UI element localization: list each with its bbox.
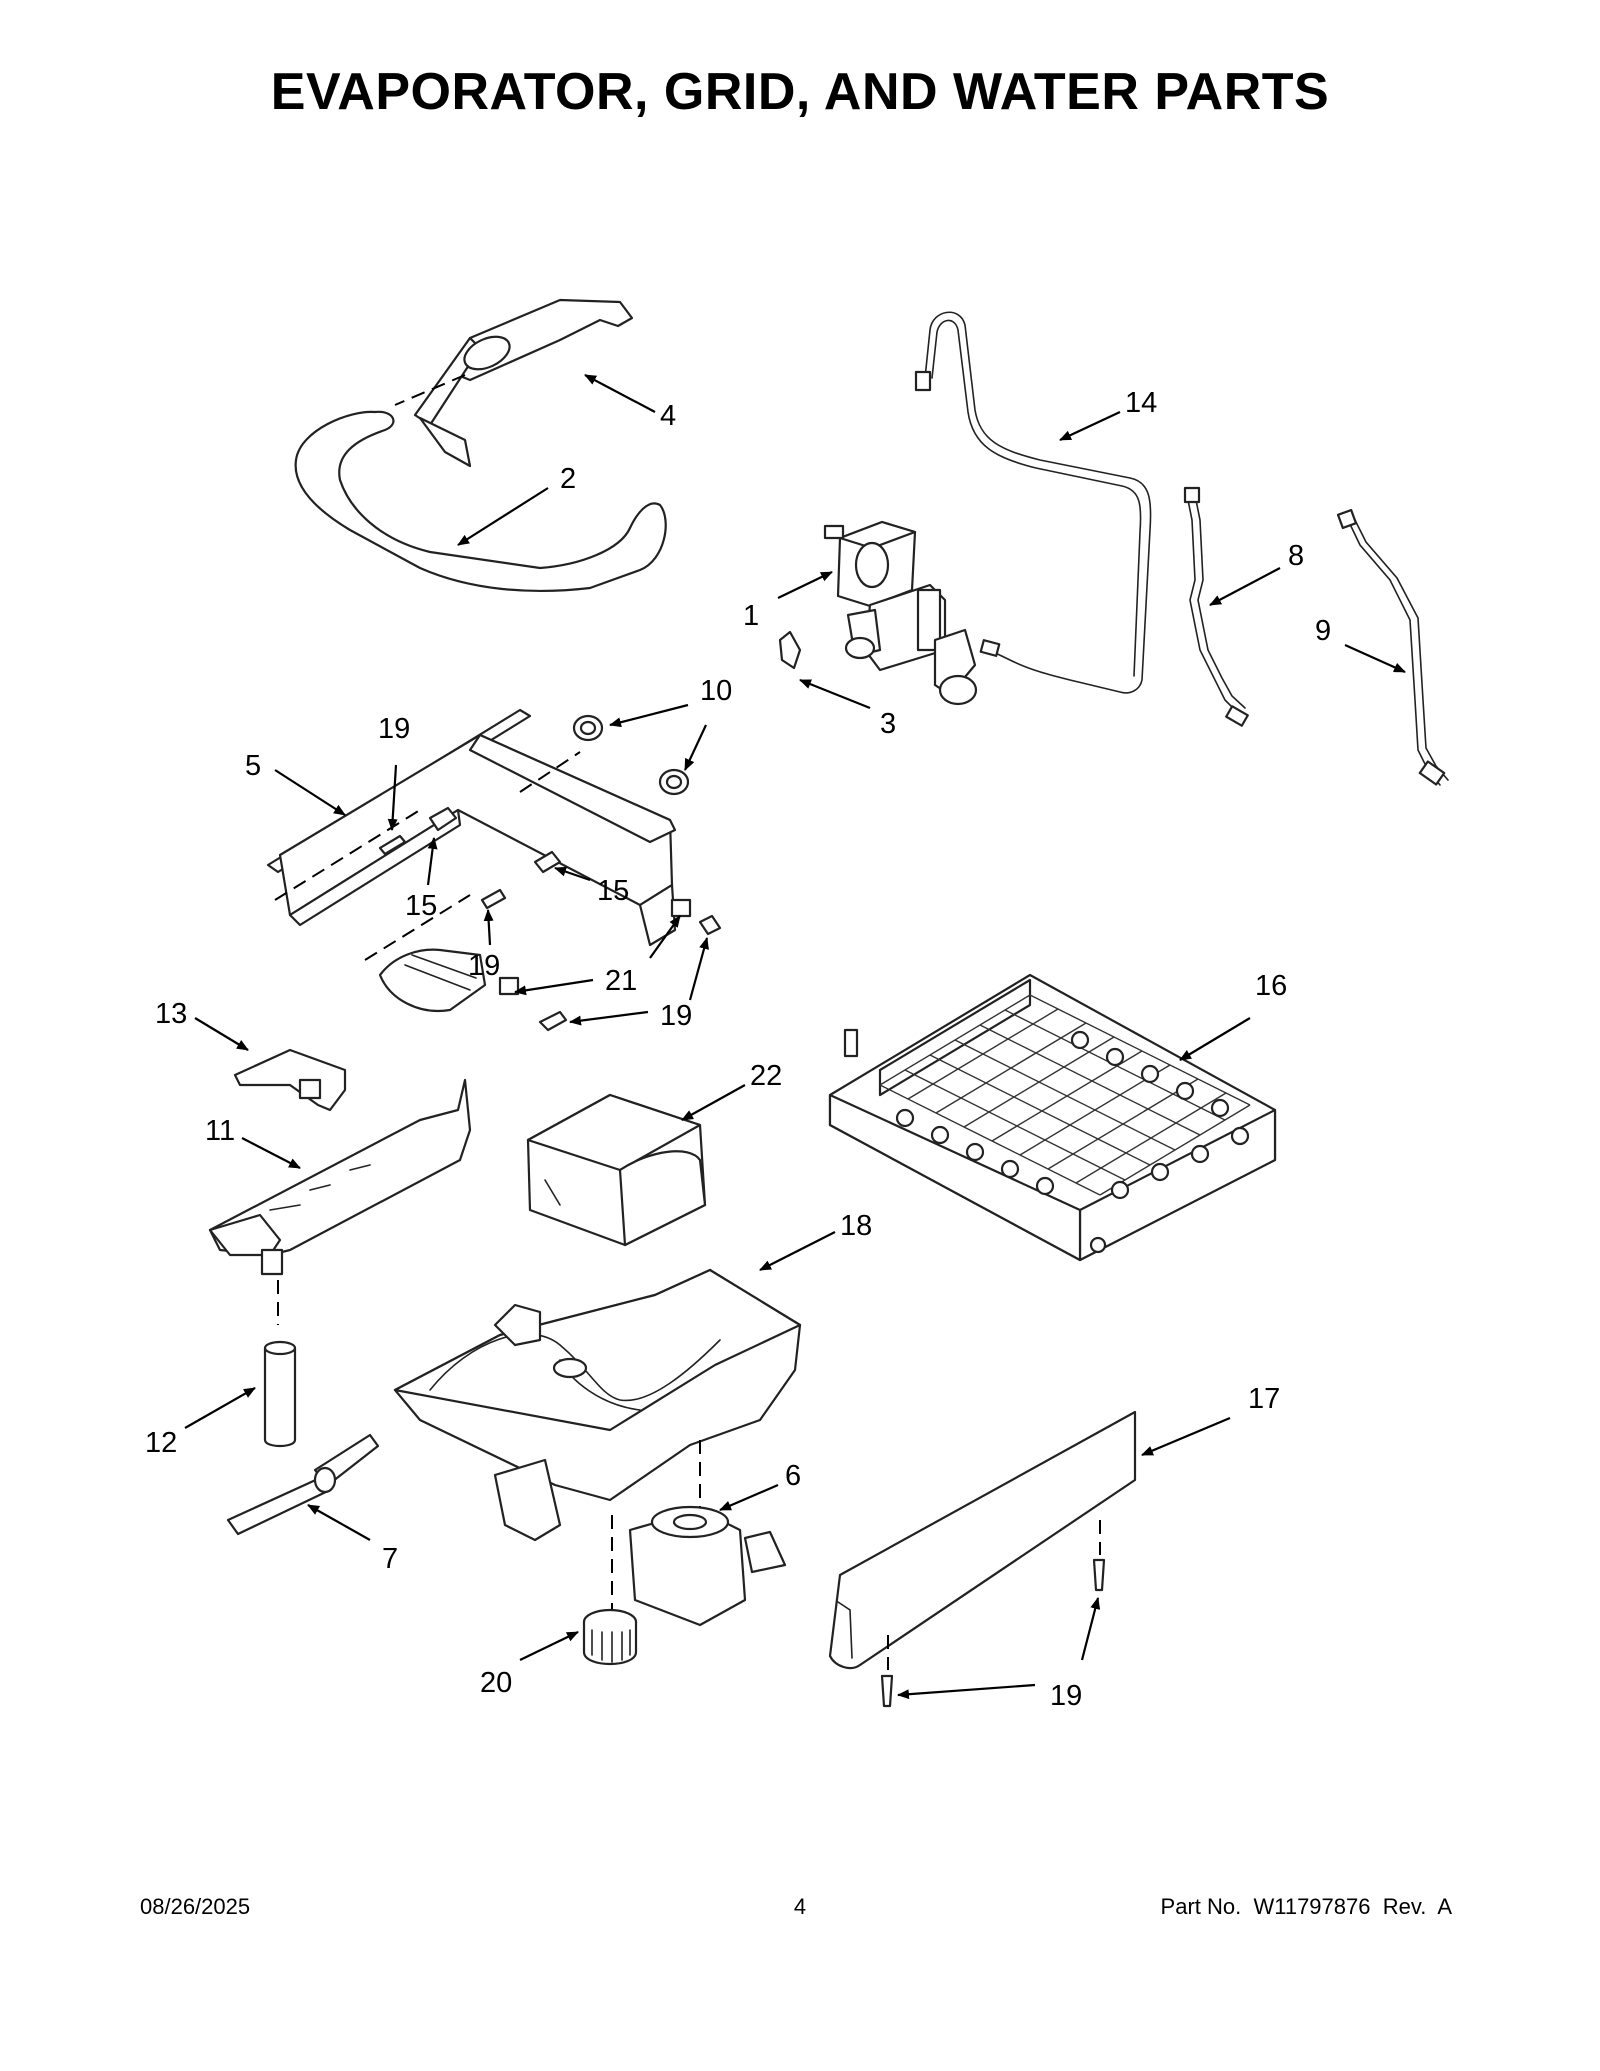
part-7-elbow-tube	[226, 1433, 380, 1536]
part-10-grommets	[572, 714, 690, 796]
callout-15b: 15	[597, 875, 629, 907]
callout-4: 4	[660, 400, 676, 432]
footer-page-number: 4	[793, 1894, 807, 1919]
part-9-water-line	[1336, 508, 1449, 786]
part-22-cover	[526, 1093, 707, 1247]
callout-19d: 19	[1050, 1680, 1082, 1712]
part-6-motor	[628, 1505, 787, 1627]
callout-20: 20	[480, 1667, 512, 1699]
callout-10: 10	[700, 675, 732, 707]
callout-18: 18	[840, 1210, 872, 1242]
callout-2: 2	[560, 463, 576, 495]
screws-frame	[378, 806, 722, 1032]
part-5-frame-assembly	[266, 708, 677, 1013]
part-16-grid-assembly	[828, 973, 1277, 1262]
callout-13: 13	[155, 998, 187, 1030]
part-14-water-tube	[914, 311, 1152, 694]
callout-labels: 4 2 14 8 1 9 3 10 19 5 15 15 19 21 19 16…	[145, 387, 1331, 1712]
callout-14: 14	[1125, 387, 1157, 419]
callout-19c: 19	[660, 1000, 692, 1032]
callout-15a: 15	[405, 890, 437, 922]
callout-19a: 19	[378, 713, 410, 745]
part-4-fill-cup	[394, 298, 634, 468]
callout-16: 16	[1255, 970, 1287, 1002]
callout-21: 21	[605, 965, 637, 997]
part-3-clip	[778, 630, 802, 670]
callout-1: 1	[743, 600, 759, 632]
callout-7: 7	[382, 1543, 398, 1575]
callout-6: 6	[785, 1460, 801, 1492]
grid-posts	[895, 1030, 1250, 1200]
part-21-clips	[498, 898, 692, 996]
part-2-fill-tube	[294, 410, 667, 593]
callout-11: 11	[205, 1115, 235, 1147]
part-11-ice-chute	[208, 1078, 472, 1325]
part-18-ice-bin	[393, 1268, 802, 1610]
part-20-nut	[582, 1608, 638, 1666]
callout-17: 17	[1248, 1383, 1280, 1415]
callout-22: 22	[750, 1060, 782, 1092]
callout-19b: 19	[468, 950, 500, 982]
footer-date: 08/26/2025	[140, 1894, 251, 1919]
part-17-panel	[828, 1410, 1137, 1708]
callout-5: 5	[245, 750, 261, 782]
page-title: EVAPORATOR, GRID, AND WATER PARTS	[270, 63, 1330, 121]
callout-9: 9	[1315, 615, 1331, 647]
callout-3: 3	[880, 708, 896, 740]
callout-8: 8	[1288, 540, 1304, 572]
leader-lines	[184, 374, 1406, 1700]
footer-part-number: Part No. W11797876 Rev. A	[1160, 1894, 1452, 1919]
part-1-water-valve	[823, 520, 978, 706]
part-13-bracket	[233, 1048, 347, 1112]
callout-12: 12	[145, 1427, 177, 1459]
part-8-water-line	[1183, 486, 1249, 727]
part-12-tube	[263, 1340, 297, 1448]
